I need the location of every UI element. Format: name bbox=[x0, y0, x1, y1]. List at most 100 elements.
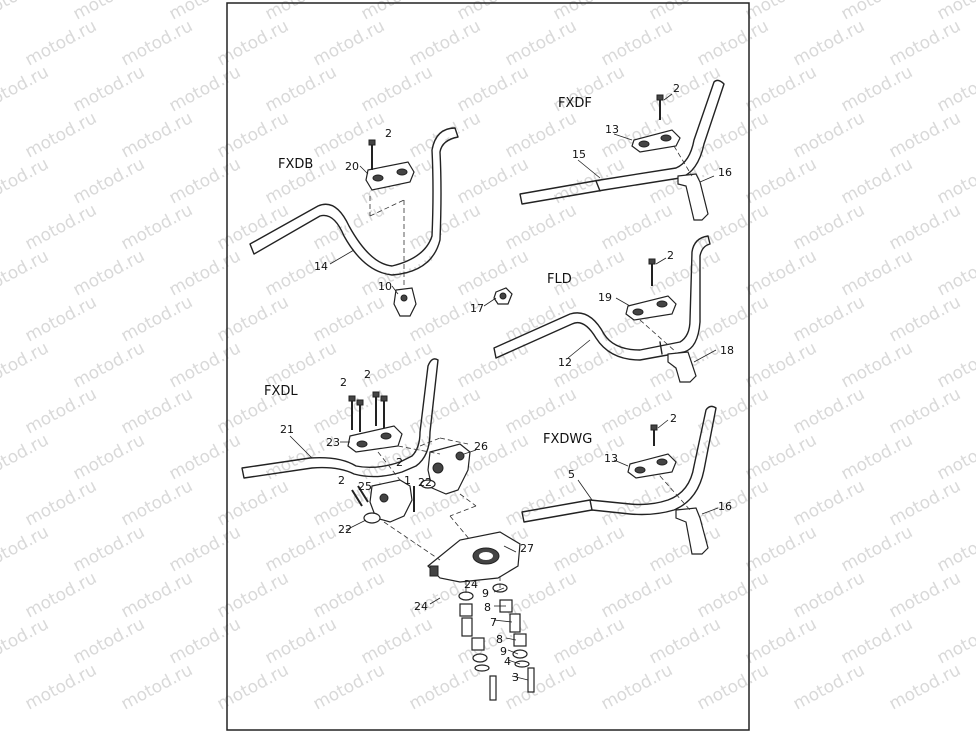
callout-fxdl-26: 26 bbox=[474, 440, 488, 453]
watermark-text: motod.ru bbox=[0, 338, 52, 392]
bushing-8 bbox=[471, 637, 485, 651]
callout-fxdl-23: 23 bbox=[326, 436, 340, 449]
callout-fxdb-10: 10 bbox=[378, 280, 392, 293]
watermark-text: motod.ru bbox=[454, 246, 532, 300]
watermark-text: motod.ru bbox=[790, 108, 868, 162]
watermark-text: motod.ru bbox=[790, 16, 868, 70]
bushing-22 bbox=[420, 479, 436, 489]
callout-fxdl-2b: 2 bbox=[364, 368, 371, 381]
bolt-3 bbox=[527, 667, 535, 693]
watermark-text: motod.ru bbox=[70, 246, 148, 300]
callout-fxdl-8a: 8 bbox=[484, 601, 491, 614]
watermark-text: motod.ru bbox=[22, 568, 100, 622]
group-label-fxdb: FXDB bbox=[278, 157, 313, 172]
watermark-text: motod.ru bbox=[166, 246, 244, 300]
watermark-text: motod.ru bbox=[742, 246, 820, 300]
watermark-text: motod.ru bbox=[694, 660, 772, 714]
watermark-text: motod.ru bbox=[0, 614, 52, 668]
watermark-text: motod.ru bbox=[934, 430, 976, 484]
watermark-text: motod.ru bbox=[166, 430, 244, 484]
watermark-text: motod.ru bbox=[934, 614, 976, 668]
washer-9 bbox=[512, 649, 528, 659]
watermark-text: motod.ru bbox=[886, 660, 964, 714]
callout-fxdl-21: 21 bbox=[280, 423, 294, 436]
watermark-text: motod.ru bbox=[0, 154, 52, 208]
clamp-hole bbox=[632, 308, 644, 316]
watermark-text: motod.ru bbox=[166, 62, 244, 116]
watermark-text: motod.ru bbox=[0, 0, 52, 24]
watermark-text: motod.ru bbox=[118, 16, 196, 70]
watermark-text: motod.ru bbox=[22, 384, 100, 438]
watermark-text: motod.ru bbox=[886, 568, 964, 622]
callout-fxdl-7: 7 bbox=[490, 616, 497, 629]
callout-fxdwg-5: 5 bbox=[568, 468, 575, 481]
watermark-text: motod.ru bbox=[502, 384, 580, 438]
callout-fxdf-13: 13 bbox=[605, 123, 619, 136]
watermark-text: motod.ru bbox=[70, 62, 148, 116]
washer-9 bbox=[458, 591, 474, 601]
callout-fxdl-27: 27 bbox=[520, 542, 534, 555]
fxdl-group bbox=[241, 358, 535, 701]
watermark-text: motod.ru bbox=[742, 614, 820, 668]
watermark-text: motod.ru bbox=[214, 16, 292, 70]
callout-fxdb-20: 20 bbox=[345, 160, 359, 173]
watermark-text: motod.ru bbox=[406, 292, 484, 346]
fxdwg-group bbox=[521, 405, 719, 555]
watermark-text: motod.ru bbox=[262, 614, 340, 668]
group-label-fld: FLD bbox=[547, 272, 572, 287]
watermark-text: motod.ru bbox=[214, 108, 292, 162]
clamp-hole bbox=[656, 458, 668, 466]
callout-fxdl-25: 25 bbox=[358, 480, 372, 493]
watermark-text: motod.ru bbox=[598, 660, 676, 714]
watermark-text: motod.ru bbox=[742, 522, 820, 576]
watermark-text: motod.ru bbox=[694, 108, 772, 162]
handlebar-5 bbox=[521, 405, 717, 523]
callout-fxdl-1: 1 bbox=[404, 474, 411, 487]
watermark-text: motod.ru bbox=[838, 62, 916, 116]
watermark-text: motod.ru bbox=[406, 660, 484, 714]
callout-fxdl-3: 3 bbox=[512, 671, 519, 684]
watermark-text: motod.ru bbox=[22, 200, 100, 254]
watermark-text: motod.ru bbox=[214, 660, 292, 714]
callout-fxdl-24a: 24 bbox=[464, 578, 478, 591]
watermark-text: motod.ru bbox=[118, 568, 196, 622]
watermark-text: motod.ru bbox=[886, 384, 964, 438]
clamp-hole bbox=[638, 140, 650, 148]
watermark-text: motod.ru bbox=[22, 660, 100, 714]
callout-fxdf-2: 2 bbox=[673, 82, 680, 95]
washer-9 bbox=[472, 653, 488, 663]
bracket-hole-inner bbox=[479, 552, 493, 560]
watermark-text: motod.ru bbox=[742, 154, 820, 208]
screw-2 bbox=[357, 485, 369, 503]
watermark-text: motod.ru bbox=[22, 292, 100, 346]
riser-16 bbox=[675, 507, 709, 555]
watermark-text: motod.ru bbox=[118, 476, 196, 530]
callout-fxdwg-2: 2 bbox=[670, 412, 677, 425]
watermark-text: motod.ru bbox=[646, 246, 724, 300]
watermark-text: motod.ru bbox=[886, 476, 964, 530]
watermark-text: motod.ru bbox=[118, 108, 196, 162]
watermark-text: motod.ru bbox=[790, 200, 868, 254]
callout-fxdl-22a: 22 bbox=[418, 476, 432, 489]
bushing-22 bbox=[363, 512, 381, 524]
watermark-text: motod.ru bbox=[790, 384, 868, 438]
watermark-text: motod.ru bbox=[22, 108, 100, 162]
callout-fxdl-4: 4 bbox=[504, 655, 511, 668]
riser-hole bbox=[400, 294, 408, 302]
screw-head bbox=[368, 139, 376, 146]
watermark-text: motod.ru bbox=[70, 154, 148, 208]
screw-head bbox=[650, 424, 658, 431]
watermark-text: motod.ru bbox=[742, 338, 820, 392]
clamp-hole bbox=[356, 440, 368, 448]
watermark-text: motod.ru bbox=[598, 384, 676, 438]
watermark-text: motod.ru bbox=[838, 614, 916, 668]
callout-fxdl-24b: 24 bbox=[414, 600, 428, 613]
watermark-text: motod.ru bbox=[310, 108, 388, 162]
watermark-text: motod.ru bbox=[742, 430, 820, 484]
callout-fld-19: 19 bbox=[598, 291, 612, 304]
watermark-text: motod.ru bbox=[598, 476, 676, 530]
watermark-text: motod.ru bbox=[838, 430, 916, 484]
watermark-text: motod.ru bbox=[118, 292, 196, 346]
